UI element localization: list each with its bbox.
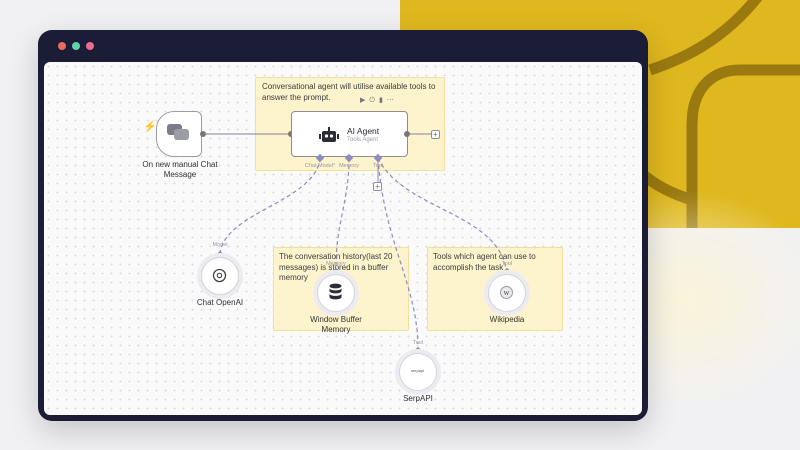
more-icon[interactable]: ⋯	[386, 97, 398, 104]
lightning-icon: ⚡	[143, 121, 157, 133]
window-dot-red[interactable]	[86, 42, 94, 50]
robot-icon	[319, 127, 339, 142]
wikipedia-icon: W	[500, 286, 513, 299]
window-dot-green[interactable]	[58, 42, 66, 50]
memory-connection	[335, 157, 350, 268]
model-input-label: Model	[212, 242, 228, 248]
serpapi-node[interactable]: serpapi	[399, 353, 437, 391]
tool-port-label: Tool	[372, 163, 384, 169]
power-icon[interactable]: ⏻	[369, 97, 379, 104]
wikipedia-connection	[377, 157, 508, 278]
wikipedia-label: Wikipedia	[489, 315, 525, 324]
serpapi-logo-icon: serpapi	[410, 368, 425, 373]
sticky-note-tools-text: Tools which agent can use to accomplish …	[433, 252, 536, 272]
serpapi-input-label: Tool	[412, 340, 424, 346]
node-toolbar: ▶⏻▮⋯	[360, 96, 398, 105]
wikipedia-input-label: Tool	[501, 261, 513, 267]
svg-text:W: W	[504, 291, 510, 297]
window-buffer-memory-node[interactable]	[317, 274, 355, 312]
agent-output-handle[interactable]	[404, 131, 410, 137]
wikipedia-node[interactable]: W	[488, 274, 526, 312]
window-buffer-memory-label: Window Buffer Memory	[310, 315, 362, 334]
trigger-node[interactable]	[156, 111, 202, 157]
add-next-node-button[interactable]: +	[431, 130, 440, 139]
trigger-output-handle[interactable]	[200, 131, 206, 137]
play-icon[interactable]: ▶	[360, 97, 370, 104]
model-connection	[219, 157, 321, 256]
workflow-canvas[interactable]: Conversational agent will utilise availa…	[44, 62, 642, 415]
ai-agent-title: AI Agent	[347, 126, 380, 136]
ai-agent-node[interactable]: AI Agent Tools Agent	[291, 111, 408, 157]
memory-input-label: Memory	[326, 261, 346, 267]
window-dot-yellow[interactable]	[72, 42, 80, 50]
app-window: Conversational agent will utilise availa…	[38, 30, 648, 421]
serpapi-label: SerpAPI	[403, 394, 433, 403]
chat-openai-node[interactable]	[201, 257, 239, 295]
database-icon	[329, 283, 342, 300]
add-tool-button[interactable]: +	[373, 182, 382, 191]
serpapi-connection	[377, 157, 419, 345]
ai-agent-subtitle: Tools Agent	[347, 137, 379, 143]
trigger-label: On new manual Chat Message	[142, 160, 218, 179]
chat-model-port-label: Chat Model*	[304, 163, 336, 169]
chat-bubbles-icon	[167, 124, 189, 140]
openai-icon	[212, 268, 227, 283]
memory-port-label: Memory	[339, 163, 359, 169]
trash-icon[interactable]: ▮	[378, 97, 387, 104]
chat-openai-label: Chat OpenAI	[196, 298, 244, 307]
sticky-note-agent-text: Conversational agent will utilise availa…	[262, 82, 436, 102]
